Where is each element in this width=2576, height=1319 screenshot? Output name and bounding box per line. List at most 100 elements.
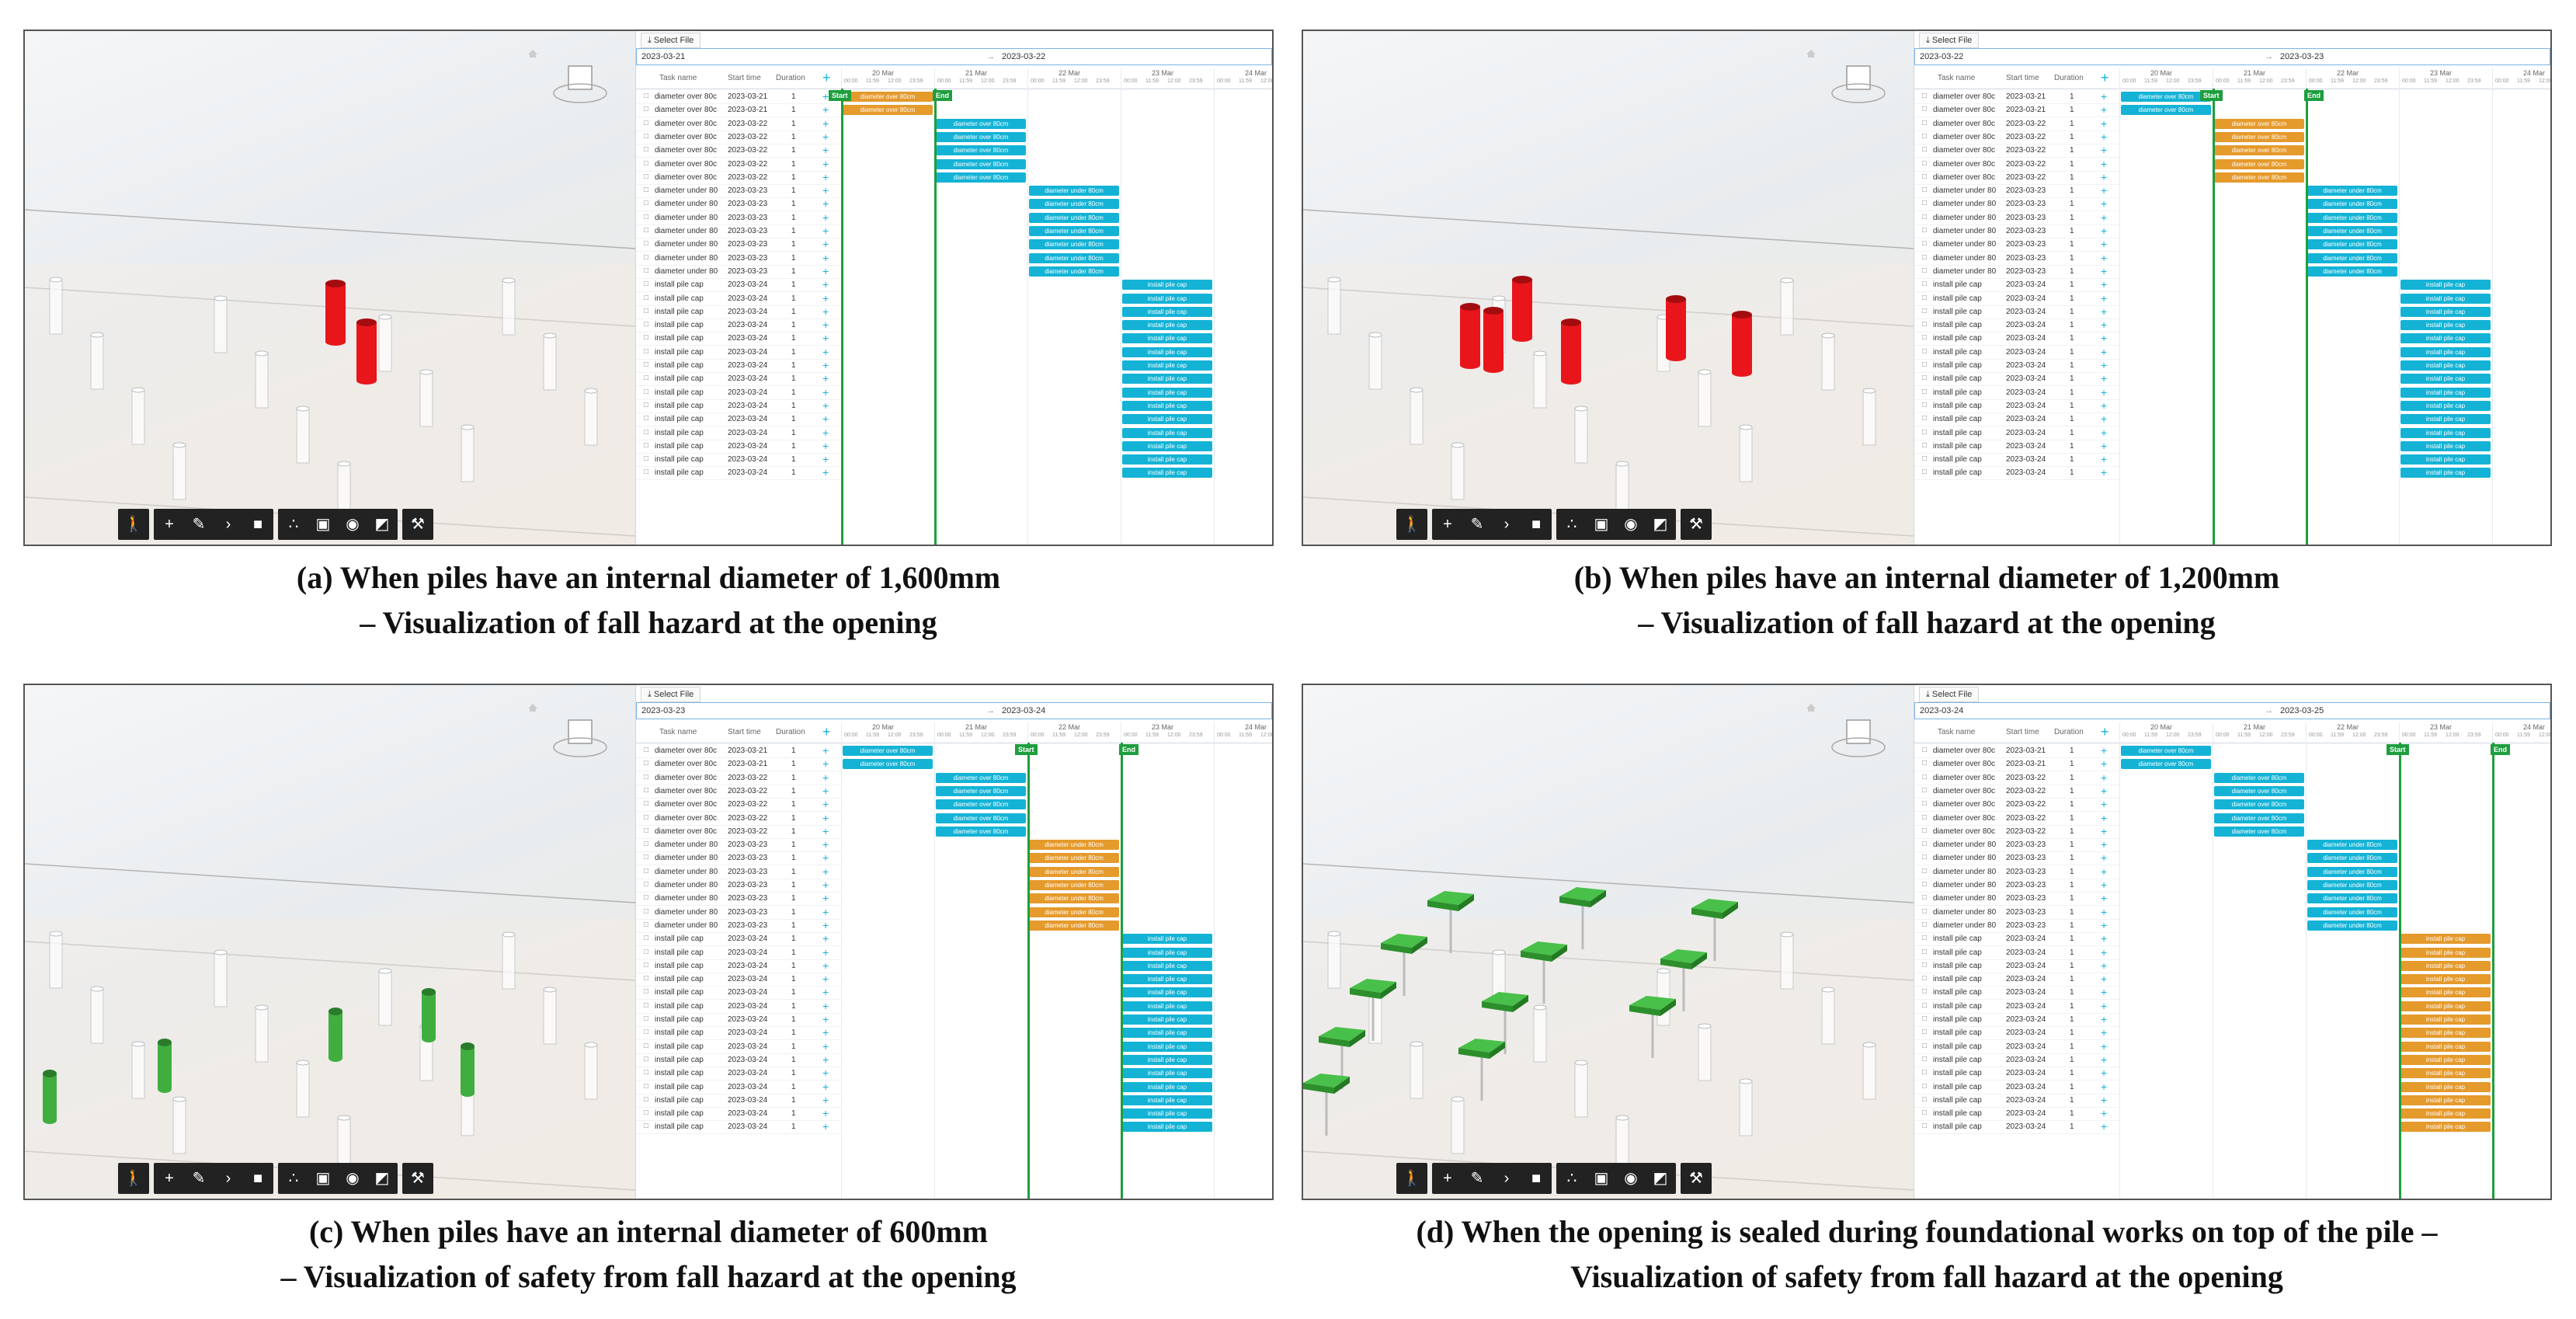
add-subtask-icon[interactable]: + [2101,1067,2108,1080]
task-bar[interactable]: diameter under 80cm [1029,212,1119,223]
pile-marker[interactable] [1512,280,1532,338]
task-bar[interactable]: install pile cap [2400,374,2491,385]
pile-cap-marker[interactable] [1381,934,1427,996]
add-subtask-icon[interactable]: + [822,838,829,851]
task-bar[interactable]: diameter over 80cm [2214,145,2304,156]
add-subtask-icon[interactable]: + [2101,224,2108,237]
task-bar[interactable]: diameter under 80cm [1029,880,1119,890]
task-bar[interactable]: diameter over 80cm [2214,131,2304,142]
task-bar[interactable]: install pile cap [2400,333,2491,344]
date-range-picker[interactable]: 2023-03-23→2023-03-24 [636,702,1272,719]
add-subtask-icon[interactable]: + [822,757,829,771]
add-subtask-icon[interactable]: + [822,453,829,466]
task-bar[interactable]: diameter over 80cm [936,118,1026,129]
add-subtask-icon[interactable]: + [822,986,829,999]
task-bar[interactable]: diameter over 80cm [936,145,1026,156]
column-header-start-time[interactable]: Start time [728,728,761,736]
task-bar[interactable]: diameter under 80cm [1029,907,1119,917]
task-bar[interactable]: install pile cap [1122,1041,1212,1052]
add-subtask-icon[interactable]: + [822,117,829,130]
task-bar[interactable]: diameter over 80cm [936,772,1026,783]
add-subtask-icon[interactable]: + [822,372,829,385]
task-bar[interactable]: install pile cap [1122,427,1212,438]
add-subtask-icon[interactable]: + [2101,398,2108,412]
add-subtask-icon[interactable]: + [822,426,829,439]
task-bar[interactable]: diameter under 80cm [1029,893,1119,904]
add-subtask-icon[interactable]: + [822,824,829,837]
add-subtask-icon[interactable]: + [822,851,829,865]
add-subtask-icon[interactable]: + [2101,345,2108,358]
add-subtask-icon[interactable]: + [2101,211,2108,224]
add-subtask-icon[interactable]: + [2101,318,2108,332]
task-bar[interactable]: install pile cap [2400,346,2491,357]
add-subtask-icon[interactable]: + [822,278,829,291]
expand-icon[interactable]: ◩ [1653,1170,1668,1187]
task-bar[interactable]: diameter over 80cm [936,158,1026,169]
task-bar[interactable]: install pile cap [2400,987,2491,998]
task-bar[interactable]: diameter under 80cm [2307,239,2397,250]
task-bar[interactable]: install pile cap [1122,360,1212,371]
pile-cap-marker[interactable] [1559,887,1606,949]
add-subtask-icon[interactable]: + [822,238,829,251]
add-subtask-icon[interactable]: + [2101,798,2108,811]
task-bar[interactable]: diameter over 80cm [2214,772,2304,783]
add-subtask-icon[interactable]: + [822,332,829,345]
add-subtask-icon[interactable]: + [822,197,829,211]
task-bar[interactable]: install pile cap [2400,306,2491,317]
clipboard-icon[interactable]: ▣ [1594,1170,1609,1187]
add-subtask-icon[interactable]: + [2101,1107,2108,1120]
task-bar[interactable]: install pile cap [1122,468,1212,479]
settings-icon[interactable]: ◉ [346,1170,360,1187]
add-subtask-icon[interactable]: + [822,291,829,305]
task-bar[interactable]: diameter over 80cm [936,799,1026,810]
chevron-right-icon[interactable]: › [225,1170,231,1187]
task-bar[interactable]: install pile cap [1122,987,1212,998]
column-header-task-name[interactable]: Task name [1938,74,1976,82]
task-bar[interactable]: install pile cap [2400,360,2491,371]
task-bar[interactable]: install pile cap [1122,1028,1212,1039]
add-subtask-icon[interactable]: + [2101,1039,2108,1053]
date-range-start[interactable]: 2023-03-23 [641,706,686,715]
add-subtask-icon[interactable]: + [822,466,829,479]
task-bar[interactable]: install pile cap [1122,440,1212,451]
pile-cap-marker[interactable] [1303,1074,1350,1136]
task-bar[interactable]: diameter over 80cm [843,92,933,102]
date-range-end[interactable]: 2023-03-25 [2280,706,2324,715]
task-bar[interactable]: diameter over 80cm [2121,759,2211,770]
task-bar[interactable]: diameter over 80cm [2214,799,2304,810]
task-bar[interactable]: diameter under 80cm [2307,252,2397,263]
